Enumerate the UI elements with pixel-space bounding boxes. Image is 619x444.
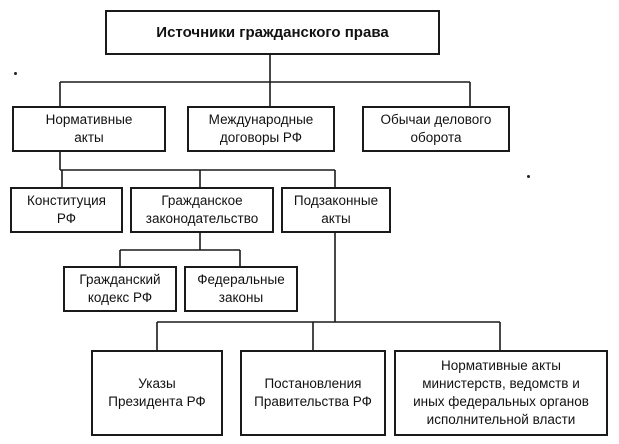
node-bylaws-label: Подзаконные акты (293, 193, 379, 226)
node-civil-code-label: Гражданский кодекс РФ (79, 272, 161, 305)
node-normative-acts-label: Нормативные акты (45, 112, 133, 145)
scan-speck (14, 72, 17, 75)
node-federal-laws-label: Федеральные законы (197, 272, 285, 305)
scan-speck (527, 175, 530, 178)
root-node-label: Источники гражданского права (156, 23, 389, 41)
node-civil-code: Гражданский кодекс РФ (63, 266, 177, 312)
node-business-customs-label: Обычаи делового оборота (380, 112, 492, 145)
node-bylaws: Подзаконные акты (281, 187, 391, 233)
node-civil-legislation: Гражданское законодательство (130, 187, 274, 233)
node-international-treaties: Международные договоры РФ (187, 106, 335, 152)
node-constitution: Конституция РФ (10, 187, 123, 233)
node-ministry-acts-label: Нормативные акты министерств, ведомств и… (413, 358, 589, 427)
node-normative-acts: Нормативные акты (12, 106, 166, 152)
root-node: Источники гражданского права (105, 10, 440, 55)
node-ministry-acts: Нормативные акты министерств, ведомств и… (394, 350, 608, 436)
node-business-customs: Обычаи делового оборота (362, 106, 510, 152)
node-government-resolutions-label: Постановления Правительства РФ (254, 376, 372, 409)
node-president-decrees: Указы Президента РФ (91, 350, 223, 436)
node-civil-legislation-label: Гражданское законодательство (145, 193, 259, 226)
node-constitution-label: Конституция РФ (27, 193, 106, 226)
node-government-resolutions: Постановления Правительства РФ (240, 350, 386, 436)
node-international-treaties-label: Международные договоры РФ (208, 112, 314, 145)
node-president-decrees-label: Указы Президента РФ (108, 376, 206, 409)
node-federal-laws: Федеральные законы (184, 266, 298, 312)
